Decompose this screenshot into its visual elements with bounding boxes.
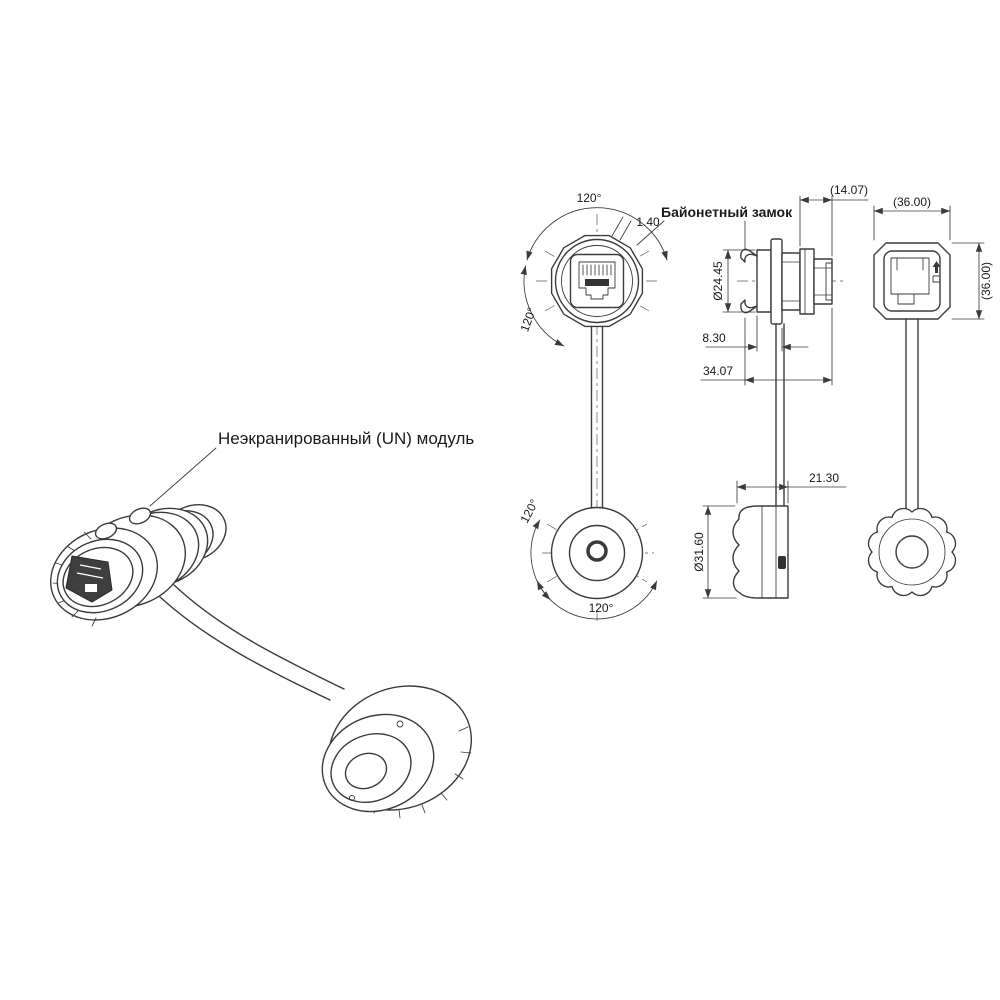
front-rj45-contact-block	[585, 279, 609, 286]
dim-arc-cap-bottom	[536, 580, 658, 620]
dim-angle-top: 120°	[577, 191, 602, 205]
insert-arrow-icon	[932, 261, 941, 273]
side-body-edges	[781, 261, 801, 302]
rear-cap-ring	[878, 518, 946, 586]
dim-cap-depth: 21.30	[809, 471, 839, 485]
rear-cap-knurled	[867, 507, 957, 597]
side-strap	[775, 323, 785, 507]
side-panel-nut	[799, 248, 815, 315]
rear-strap	[905, 318, 919, 514]
dim-side-diameter: Ø24.45	[711, 261, 725, 301]
iso-strap-edge-2	[173, 584, 345, 690]
dim-rear-height: (36.00)	[979, 262, 993, 300]
iso-cap-recess-inner	[344, 752, 388, 790]
side-cap-profile	[732, 505, 789, 599]
dim-angle-cap-left: 120°	[517, 497, 541, 526]
iso-cap-hole-bottom	[349, 795, 355, 801]
rear-view: (36.00) (36.00)	[867, 195, 993, 597]
iso-jack-contacts	[76, 564, 104, 579]
module-callout-label: Неэкранированный (UN) модуль	[218, 429, 474, 448]
side-bayonet-hook-top	[740, 248, 758, 263]
rear-cap-hole	[895, 535, 929, 569]
dim-arc-left	[520, 265, 565, 347]
front-rj45-contacts	[582, 264, 612, 276]
module-callout: Неэкранированный (UN) модуль	[149, 429, 474, 507]
side-cap-steps	[761, 505, 777, 599]
insert-plug-icon	[932, 275, 941, 283]
side-bayonet-hook-bottom	[740, 299, 758, 314]
rear-latch-slot	[897, 293, 915, 305]
iso-cap-hole-top	[396, 720, 404, 728]
rear-jack-keys	[896, 257, 924, 271]
side-cap-seal	[778, 556, 786, 569]
dim-angle-left: 120°	[517, 305, 539, 333]
side-rear-edges	[813, 267, 833, 296]
front-cap-inner	[568, 524, 626, 582]
dim-length-extensions	[744, 307, 833, 386]
iso-strap-edge-1	[159, 596, 331, 701]
side-body	[781, 252, 801, 311]
dim-rear-depth-extensions	[799, 195, 833, 257]
dim-flange-offset: 8.30	[702, 331, 726, 345]
dim-arc-top	[526, 207, 668, 261]
side-rear-body	[813, 258, 833, 305]
dim-slot-extension-lines	[611, 216, 632, 241]
side-coupling-ring	[756, 249, 772, 313]
bayonet-callout: Байонетный замок	[636, 204, 793, 253]
dim-rear-depth: (14.07)	[830, 183, 868, 197]
front-view: 120° 120° 120° 120° 1.40	[517, 191, 668, 624]
dim-cap-depth-extensions	[736, 480, 789, 504]
front-cap-pivot	[586, 540, 608, 562]
iso-jack-latch	[85, 584, 97, 592]
isometric-view	[49, 504, 473, 819]
front-rj45-opening	[578, 261, 616, 300]
dim-cap-diameter: Ø31.60	[692, 532, 706, 572]
front-strap	[590, 325, 604, 509]
iso-jack-cavity	[65, 555, 113, 603]
bayonet-callout-label: Байонетный замок	[661, 204, 793, 220]
side-view: Ø24.45 8.30 34.07 (14.07) 21.30 Ø31.60	[692, 183, 869, 599]
rear-octagon	[873, 242, 951, 320]
iso-cap-knurl-ticks	[373, 726, 472, 819]
module-leader-line	[149, 447, 217, 507]
dim-angle-cap-bottom: 120°	[589, 601, 614, 615]
dim-rear-width: (36.00)	[893, 195, 931, 209]
dim-length: 34.07	[703, 364, 733, 378]
dim-slot-width: 1.40	[636, 215, 660, 229]
iso-bayonet-lug-2	[94, 522, 118, 540]
side-rear-end	[825, 262, 833, 301]
bayonet-leader-lines	[636, 220, 746, 253]
iso-bayonet-lug-1	[128, 507, 152, 525]
side-flange-plate	[770, 238, 783, 325]
